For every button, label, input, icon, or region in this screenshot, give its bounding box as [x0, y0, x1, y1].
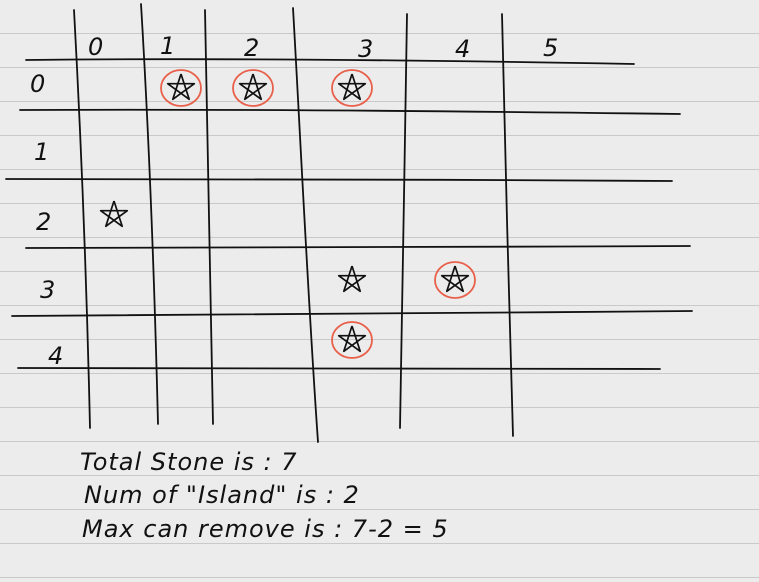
- circle-highlight-icon: [331, 69, 373, 107]
- star-icon: [440, 265, 470, 293]
- circle-highlight-icon: [331, 321, 373, 359]
- column-header: 5: [543, 34, 558, 62]
- stone: [232, 69, 274, 107]
- grid-vertical-lines: [73, 3, 514, 443]
- grid-line: [204, 9, 214, 425]
- circle-highlight-icon: [160, 69, 202, 107]
- row-header: 2: [36, 208, 51, 236]
- star-icon: [99, 200, 129, 228]
- star-icon: [337, 325, 367, 353]
- grid-line: [17, 367, 661, 370]
- stones-layer: [99, 69, 476, 359]
- stone: [331, 69, 373, 107]
- grid-horizontal-lines: [5, 58, 693, 370]
- grid-line: [11, 310, 693, 317]
- stone: [99, 200, 129, 228]
- column-header: 3: [358, 35, 373, 63]
- star-icon: [337, 73, 367, 101]
- grid-line: [19, 108, 681, 115]
- row-header: 3: [40, 276, 55, 304]
- column-header: 0: [88, 33, 103, 61]
- note-max-remove: Max can remove is : 7-2 = 5: [82, 515, 449, 543]
- grid-line: [140, 3, 159, 425]
- grid-line: [73, 9, 91, 429]
- grid-line: [25, 245, 691, 249]
- grid-line: [5, 177, 673, 182]
- column-headers: 0 1 2 3 4 5: [88, 32, 558, 63]
- note-num-island: Num of "Island" is : 2: [84, 481, 360, 509]
- stone: [331, 321, 373, 359]
- grid-line: [501, 13, 514, 437]
- row-header: 1: [34, 138, 49, 166]
- note-total-stone: Total Stone is : 7: [80, 448, 298, 476]
- stone: [434, 261, 476, 299]
- row-header: 4: [48, 342, 63, 370]
- grid-line: [399, 13, 408, 429]
- star-icon: [166, 73, 196, 101]
- notes: Total Stone is : 7 Num of "Island" is : …: [80, 448, 449, 543]
- column-header: 4: [455, 35, 470, 63]
- row-header: 0: [30, 70, 45, 98]
- circle-highlight-icon: [434, 261, 476, 299]
- star-icon: [238, 73, 268, 101]
- grid-line: [25, 58, 635, 65]
- column-header: 2: [244, 34, 259, 62]
- stone: [160, 69, 202, 107]
- stone: [337, 265, 367, 293]
- circle-highlight-icon: [232, 69, 274, 107]
- row-headers: 0 1 2 3 4: [30, 70, 63, 370]
- grid-line: [292, 7, 319, 443]
- column-header: 1: [160, 32, 175, 60]
- star-icon: [337, 265, 367, 293]
